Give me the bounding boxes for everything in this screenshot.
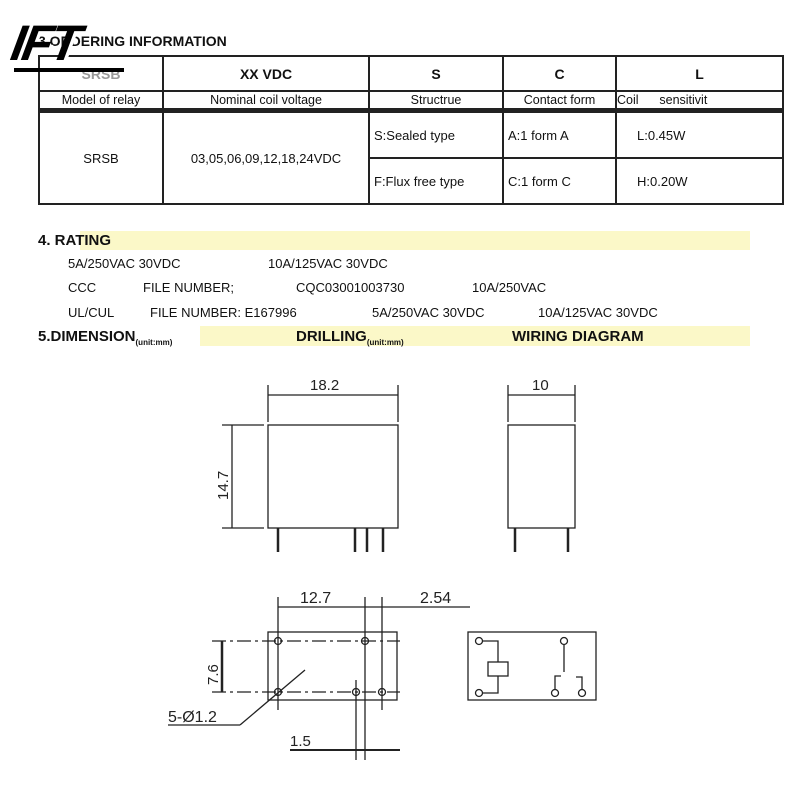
- cell-sens-h: H:0.20W: [615, 157, 784, 205]
- pitch-small-dim: 2.54: [420, 590, 451, 607]
- label-structure: Structrue: [368, 90, 504, 113]
- pitch-dim: 12.7: [300, 590, 331, 607]
- front-view: 18.2 14.7: [215, 377, 399, 552]
- drilling-unit: (unit:mm): [366, 338, 404, 347]
- front-height-dim: 14.7: [215, 471, 232, 500]
- dimension-unit: (unit:mm): [135, 338, 173, 347]
- cell-contact-a: A:1 form A: [502, 109, 617, 159]
- ordering-table: SRSB XX VDC S C L Model of relay Nominal…: [38, 55, 784, 205]
- header-voltage: XX VDC: [162, 55, 370, 92]
- rating-3b: FILE NUMBER: E167996: [150, 305, 297, 320]
- cell-model: SRSB: [38, 109, 164, 205]
- rating-3d: 10A/125VAC 30VDC: [538, 305, 658, 320]
- header-model: SRSB: [38, 55, 164, 92]
- label-sensitivity: Coil sensitivit: [615, 90, 784, 113]
- logo-underline: [14, 68, 124, 72]
- cell-sens-l: L:0.45W: [615, 109, 784, 159]
- offset-dim: 1.5: [290, 733, 311, 750]
- rating-2a: CCC: [68, 280, 97, 295]
- rating-2b: FILE NUMBER;: [143, 280, 235, 295]
- cell-voltages: 03,05,06,09,12,18,24VDC: [162, 109, 370, 205]
- rating-1a: 5A/250VAC 30VDC: [68, 256, 181, 271]
- dimension-label: 5.DIMENSION: [38, 328, 136, 345]
- header-sensitivity: L: [615, 55, 784, 92]
- dimension-title: 5.DIMENSION(unit:mm): [38, 328, 172, 347]
- dimension-highlight: [200, 326, 750, 346]
- drilling-view: 12.7 2.54 7.6 5-Ø1.2 1.5: [168, 590, 470, 760]
- label-model: Model of relay: [38, 90, 164, 113]
- ordering-title: 3.ORDERING INFORMATION: [38, 33, 227, 49]
- drilling-label: DRILLING: [296, 328, 367, 345]
- cell-contact-c: C:1 form C: [502, 157, 617, 205]
- header-contact: C: [502, 55, 617, 92]
- cell-structure-f: F:Flux free type: [368, 157, 504, 205]
- rating-2c: CQC03001003730: [296, 280, 405, 295]
- label-voltage: Nominal coil voltage: [162, 90, 370, 113]
- coil-symbol: [487, 661, 509, 677]
- drilling-title: DRILLING(unit:mm): [296, 328, 404, 347]
- header-structure: S: [368, 55, 504, 92]
- wiring-diagram: [467, 631, 597, 701]
- rating-2d: 10A/250VAC: [472, 280, 547, 295]
- rating-3a: UL/CUL: [68, 305, 115, 320]
- side-view: 10: [507, 377, 576, 552]
- label-contact: Contact form: [502, 90, 617, 113]
- cell-structure-s: S:Sealed type: [368, 109, 504, 159]
- wiring-title: WIRING DIAGRAM: [512, 328, 644, 345]
- brand-logo: IFT: [7, 15, 83, 71]
- rating-1b: 10A/125VAC 30VDC: [268, 256, 388, 271]
- rating-3c: 5A/250VAC 30VDC: [372, 305, 485, 320]
- rating-highlight: [80, 231, 750, 250]
- side-width-dim: 10: [532, 377, 549, 394]
- front-width-dim: 18.2: [310, 377, 339, 394]
- holes-dim: 5-Ø1.2: [168, 709, 217, 726]
- rating-title: 4. RATING: [38, 232, 112, 249]
- row-spacing-dim: 7.6: [205, 664, 222, 685]
